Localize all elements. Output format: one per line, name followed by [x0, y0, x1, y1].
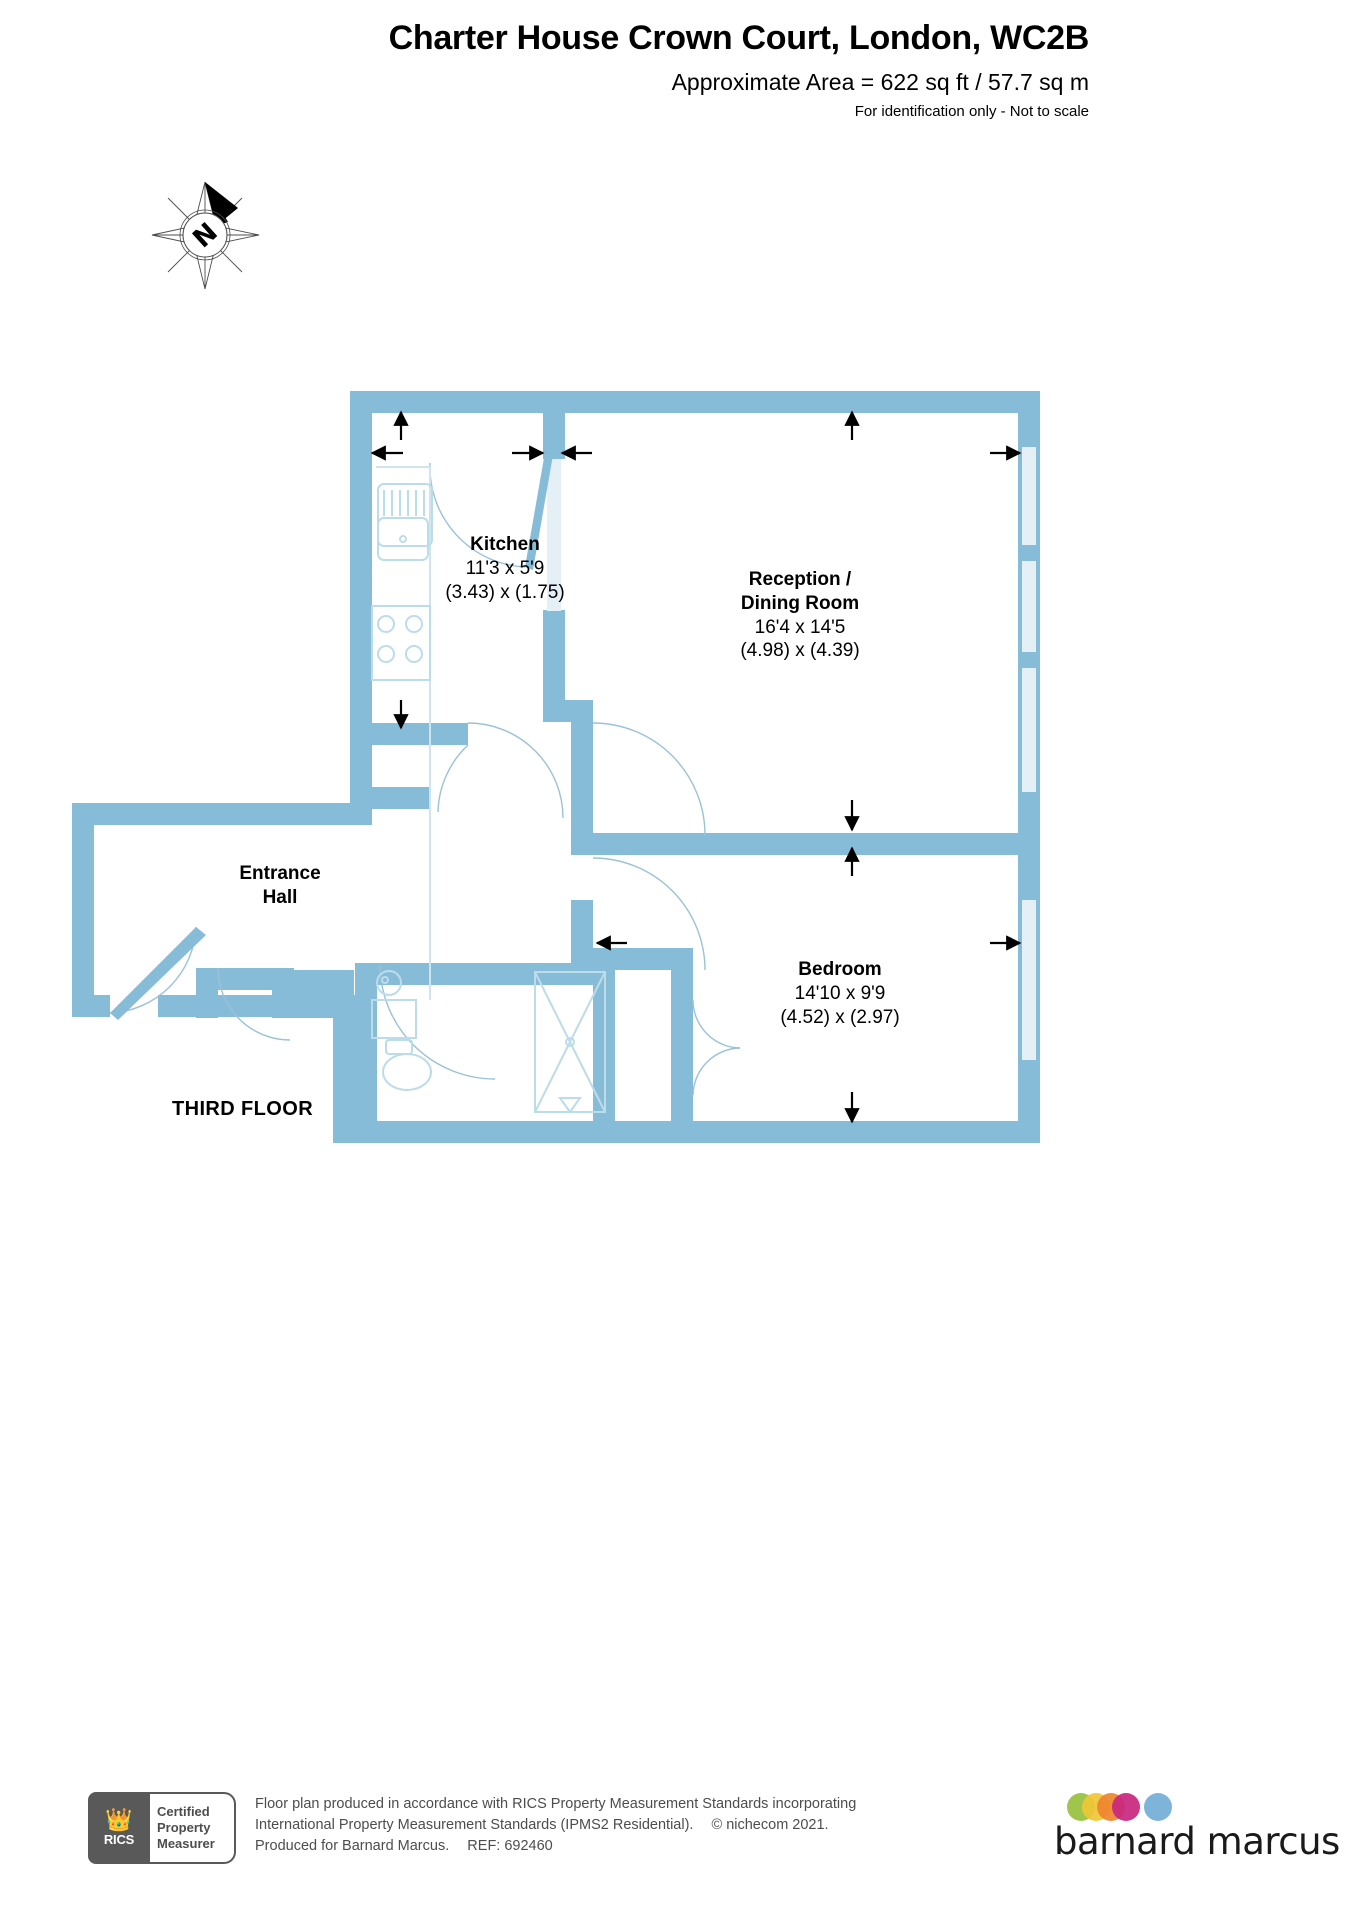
reception-dim-metric: (4.98) x (4.39) [740, 640, 860, 662]
kitchen-name: Kitchen [470, 534, 540, 555]
kitchen-dim-metric: (3.43) x (1.75) [445, 581, 565, 603]
disclaimer-line-3-wrap: Produced for Barnard Marcus. REF: 692460 [255, 1836, 856, 1857]
reference-number: REF: 692460 [467, 1838, 553, 1855]
reception-name-line1: Reception / [748, 569, 852, 590]
copyright-text: © nichecom 2021. [711, 1817, 829, 1834]
rics-certified-badge: 👑 RICS Certified Property Measurer [88, 1792, 236, 1864]
rics-badge-text: Certified Property Measurer [150, 1792, 236, 1864]
room-label-entrance-hall: Entrance Hall [180, 862, 380, 910]
windows [1018, 447, 1040, 1142]
floor-level-label: THIRD FLOOR [172, 1098, 314, 1120]
rics-lion-icon: 👑 [105, 1807, 133, 1832]
produced-for-text: Produced for Barnard Marcus. [255, 1838, 450, 1855]
rics-line-1: Certified [157, 1803, 210, 1819]
bedroom-name: Bedroom [798, 959, 882, 980]
rics-line-3: Measurer [157, 1836, 215, 1852]
plan-header: Charter House Crown Court, London, WC2B … [0, 0, 1357, 121]
reception-name-line2: Dining Room [740, 592, 860, 614]
disclaimer-line-1: Floor plan produced in accordance with R… [255, 1796, 857, 1812]
barnard-marcus-dots-icon [1067, 1793, 1172, 1821]
rics-brand: RICS [103, 1832, 135, 1847]
room-label-kitchen: Kitchen 11'3 x 5'9 (3.43) x (1.75) [395, 533, 615, 604]
internal-walls [196, 391, 1021, 1143]
rics-logo: 👑 RICS [88, 1792, 150, 1864]
bedroom-dim-metric: (4.52) x (2.97) [780, 1006, 900, 1028]
page-title: Charter House Crown Court, London, WC2B [388, 19, 1090, 57]
rics-line-2: Property [157, 1819, 211, 1835]
barnard-marcus-logo: barnard marcus [1054, 1792, 1340, 1874]
reception-dim-imperial: 16'4 x 14'5 [754, 616, 846, 638]
plan-footer: 👑 RICS Certified Property Measurer Floor… [0, 1778, 1357, 1898]
hall-name-line1: Entrance [239, 863, 321, 884]
exterior-walls [72, 391, 1040, 1143]
kitchen-dim-imperial: 11'3 x 5'9 [465, 557, 545, 579]
room-label-reception-dining: Reception / Dining Room 16'4 x 14'5 (4.9… [660, 568, 940, 663]
identification-note: For identification only - Not to scale [854, 103, 1089, 121]
approximate-area-text: Approximate Area = 622 sq ft / 57.7 sq m [671, 69, 1089, 96]
disclaimer-line-2-wrap: International Property Measurement Stand… [255, 1815, 856, 1836]
north-arrow-icon: N [148, 178, 263, 293]
hall-name-line2: Hall [262, 886, 298, 908]
bedroom-dim-imperial: 14'10 x 9'9 [794, 982, 886, 1004]
room-label-bedroom: Bedroom 14'10 x 9'9 (4.52) x (2.97) [700, 958, 980, 1029]
disclaimer-line-2: International Property Measurement Stand… [255, 1817, 694, 1834]
disclaimer-text: Floor plan produced in accordance with R… [255, 1794, 856, 1857]
barnard-marcus-wordmark: barnard marcus [1054, 1820, 1340, 1863]
